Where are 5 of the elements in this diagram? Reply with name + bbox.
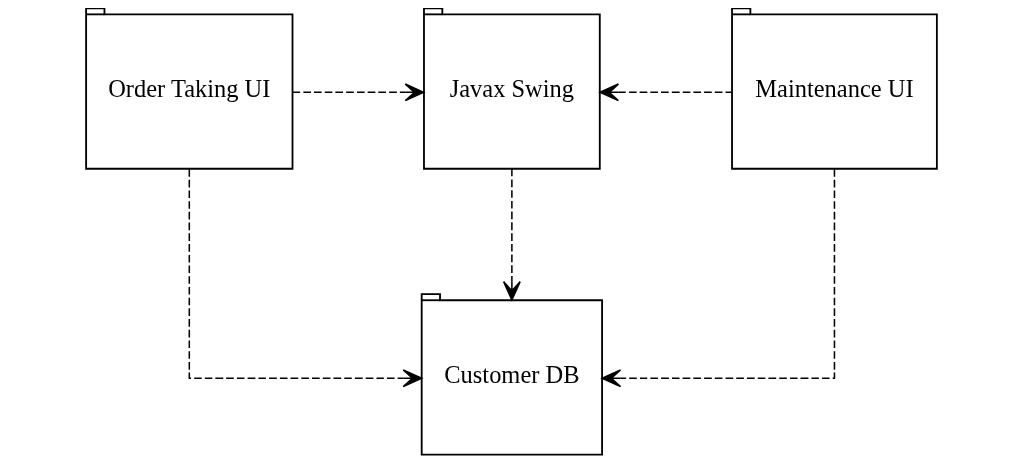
arrow [188, 168, 422, 388]
arrow [502, 168, 521, 301]
arrow [291, 83, 424, 102]
arrow [600, 168, 835, 388]
arrow [598, 83, 732, 102]
